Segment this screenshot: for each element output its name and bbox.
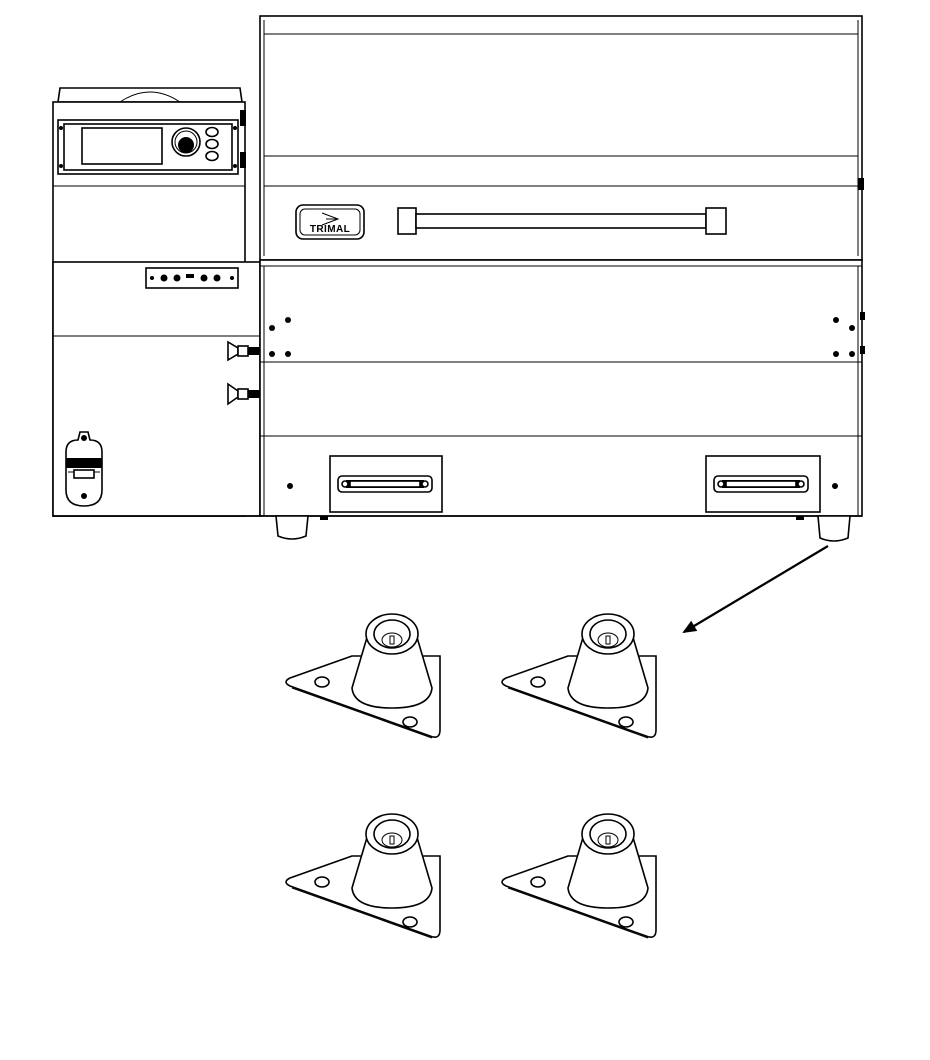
detail-foot-1	[285, 613, 441, 739]
port-panel	[145, 267, 239, 289]
brand-logo: TRIMAL	[295, 204, 365, 240]
hopper-knob-lower	[227, 382, 260, 406]
control-knob	[171, 127, 201, 157]
lid-handle	[397, 207, 727, 235]
grill-foot-left	[275, 515, 328, 540]
display-screen	[81, 127, 163, 165]
callout-arrow	[682, 545, 829, 634]
brand-logo-text: TRIMAL	[310, 224, 350, 235]
detail-foot-4	[501, 813, 657, 939]
control-buttons	[205, 126, 219, 162]
detail-foot-3	[285, 813, 441, 939]
grill-foot-right	[796, 515, 851, 542]
drawer-handle-left	[329, 455, 443, 513]
hopper-knob-upper	[227, 340, 260, 362]
detail-foot-2	[501, 613, 657, 739]
drawer-handle-right	[705, 455, 821, 513]
bottle-opener	[65, 431, 103, 507]
